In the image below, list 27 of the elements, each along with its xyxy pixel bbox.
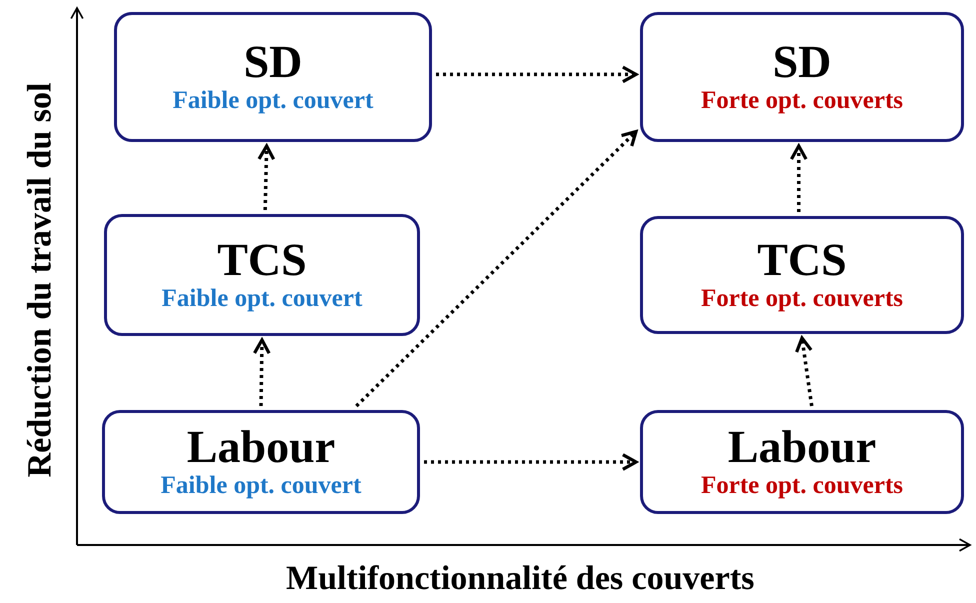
- dotted-arrow: [257, 144, 276, 210]
- process-box: [640, 216, 964, 334]
- dotted-arrow: [424, 453, 638, 471]
- box-title: TCS: [757, 236, 847, 284]
- process-box: [640, 12, 964, 142]
- dotted-arrow: [355, 130, 638, 408]
- box-title: Labour: [186, 422, 336, 472]
- dotted-arrow: [795, 336, 814, 406]
- process-box: [114, 12, 432, 142]
- box-title: TCS: [217, 236, 307, 284]
- box-subtitle: Forte opt. couverts: [700, 86, 903, 116]
- dotted-arrow: [252, 338, 271, 406]
- box-title: SD: [772, 38, 832, 86]
- box-subtitle: Faible opt. couvert: [160, 471, 362, 502]
- box-subtitle: Faible opt. couvert: [172, 86, 374, 116]
- box-subtitle: Faible opt. couvert: [162, 284, 362, 314]
- process-box: [102, 410, 420, 514]
- dotted-arrow: [790, 144, 808, 212]
- box-title: SD: [244, 38, 302, 86]
- axis-title: Multifonctionnalité des couverts: [286, 560, 754, 598]
- box-title: Labour: [728, 422, 876, 472]
- dotted-arrow: [436, 66, 638, 84]
- process-box: [640, 410, 964, 514]
- box-subtitle: Forte opt. couverts: [700, 471, 903, 502]
- process-box: [104, 214, 420, 336]
- box-subtitle: Forte opt. couverts: [700, 284, 903, 314]
- axis-title: Réduction du travail du sol: [20, 82, 59, 478]
